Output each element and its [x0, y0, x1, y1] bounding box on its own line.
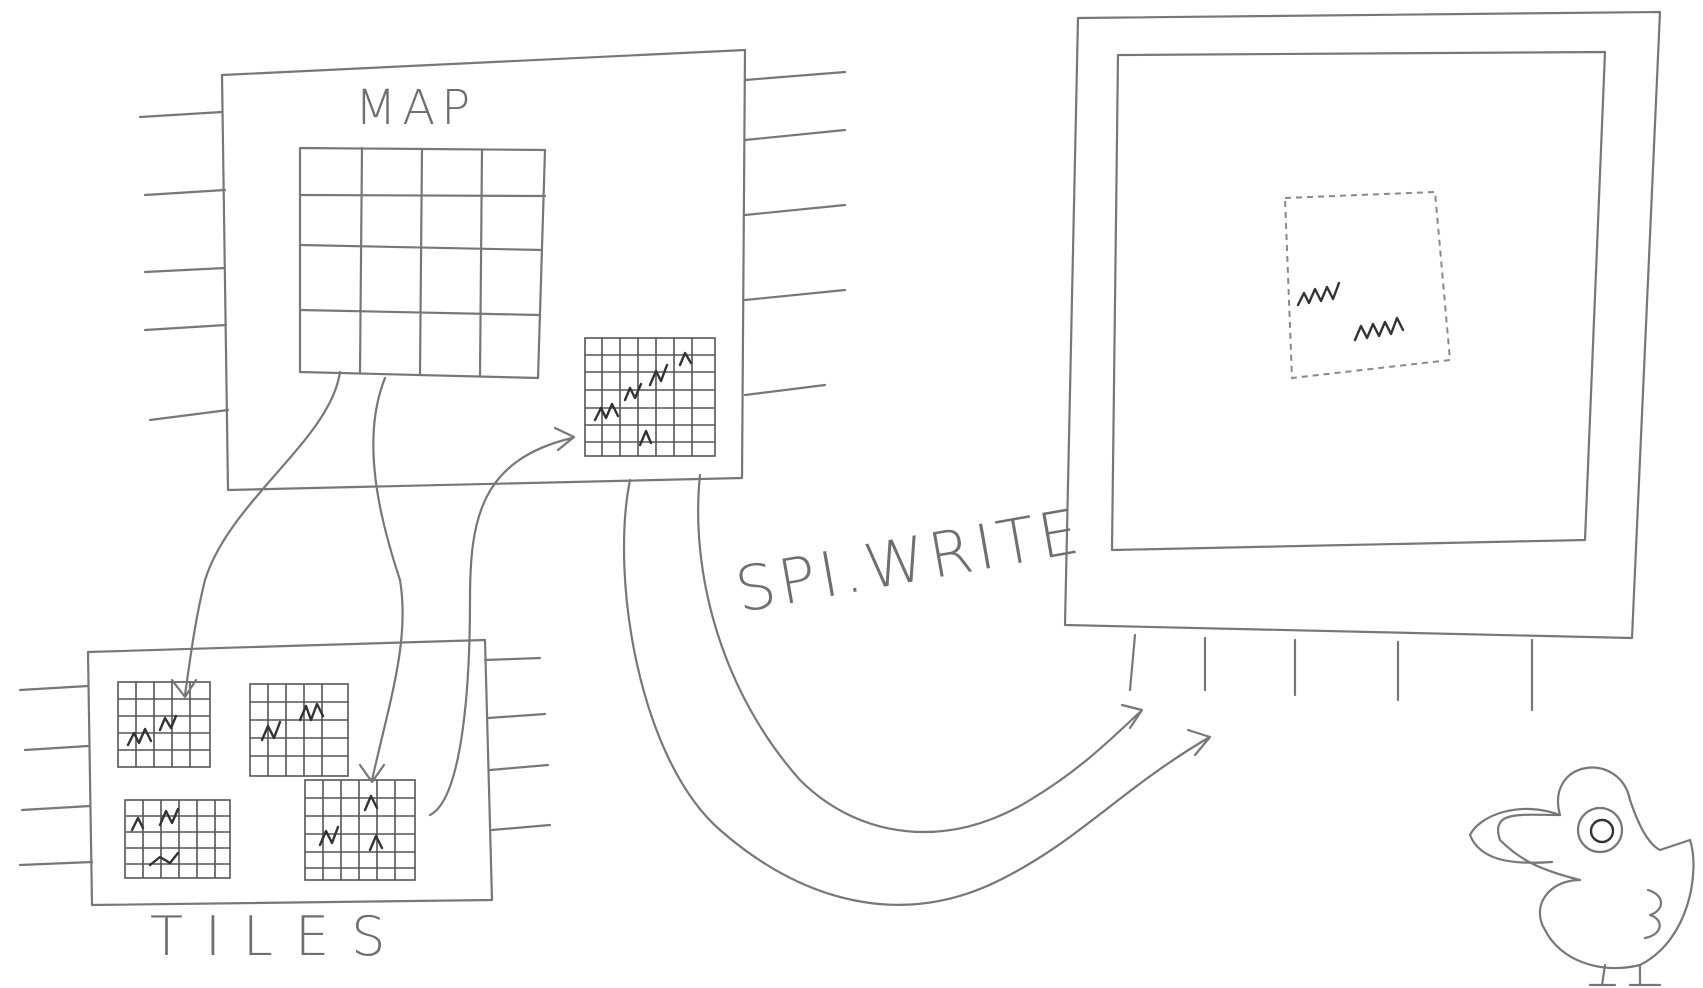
tiles-chip-pins-right [483, 656, 552, 832]
display [1063, 10, 1662, 712]
duck-doodle [1468, 766, 1695, 987]
map-selected-tile [584, 337, 716, 457]
display-pins [1128, 633, 1534, 712]
map-chip-pins-right [743, 70, 847, 397]
map-to-tile-arrows [170, 370, 576, 817]
tile-3 [124, 799, 231, 879]
tile-1 [117, 681, 211, 768]
tiles-chip [18, 638, 552, 907]
map-chip [138, 48, 847, 492]
map-chip-pins-left [138, 110, 230, 422]
display-drawn-region [1283, 190, 1452, 380]
map-label: MAP [355, 80, 477, 136]
tile-2 [249, 683, 349, 777]
tile-4 [304, 779, 416, 881]
tiles-chip-pins-left [18, 684, 94, 867]
tiles-label: TILES [150, 905, 408, 968]
map-grid [298, 146, 547, 380]
spi-write-arrows [622, 473, 1212, 906]
